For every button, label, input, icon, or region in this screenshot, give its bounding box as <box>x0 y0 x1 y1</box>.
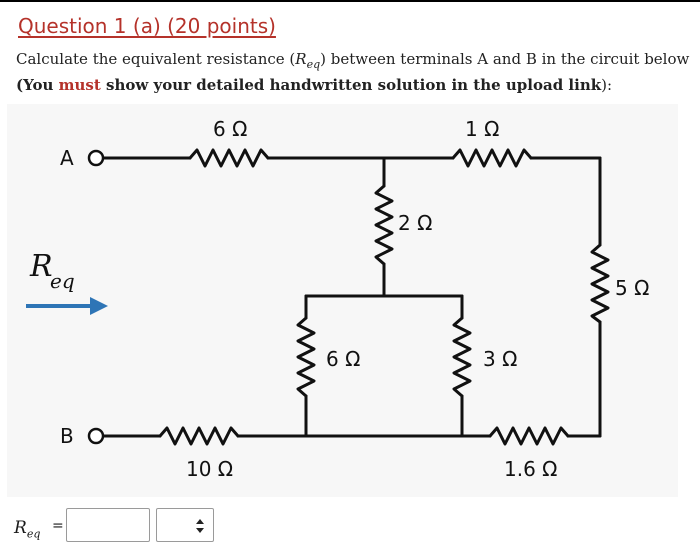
terminal-a-label: A <box>60 146 74 170</box>
label-6ohm-top: 6 Ω <box>213 117 247 141</box>
resistor-6ohm-top-zigzag <box>188 148 270 168</box>
resistor-2ohm-zigzag <box>374 184 394 266</box>
terminal-a-node <box>87 149 105 167</box>
question-requirement: (You must show your detailed handwritten… <box>16 76 612 94</box>
req-symbol: R <box>295 50 307 68</box>
resistor-1-6ohm-zigzag <box>488 426 570 446</box>
label-3ohm: 3 Ω <box>483 347 517 371</box>
requirement-close: ): <box>601 76 613 94</box>
requirement-text-start: (You <box>16 76 59 94</box>
resistor-3ohm-zigzag <box>452 316 472 398</box>
answer-equals: = <box>52 518 64 534</box>
req-label: R <box>29 249 53 284</box>
updown-arrows-icon <box>196 519 204 533</box>
question-instruction: Calculate the equivalent resistance (Req… <box>16 50 689 71</box>
resistor-6ohm-mid-zigzag <box>296 316 316 398</box>
instruction-text-start: Calculate the equivalent resistance ( <box>16 50 296 68</box>
must-emphasis: must <box>58 76 101 94</box>
terminal-b-node <box>87 427 105 445</box>
unit-select[interactable] <box>156 508 214 542</box>
resistor-1ohm-zigzag <box>451 148 533 168</box>
req-subscript: eq <box>306 58 321 71</box>
answer-label-sub: eq <box>26 527 41 541</box>
question-title: Question 1 (a) (20 points) <box>18 14 276 38</box>
label-2ohm: 2 Ω <box>398 211 432 235</box>
terminal-b-label: B <box>60 424 74 448</box>
req-arrow-head <box>90 297 108 315</box>
requirement-text-end: show your detailed handwritten solution … <box>100 76 602 94</box>
instruction-text-end: ) between terminals A and B in the circu… <box>320 50 690 68</box>
answer-label-r: R <box>14 518 27 538</box>
resistor-10ohm-zigzag <box>158 426 240 446</box>
answer-input[interactable] <box>66 508 150 542</box>
resistor-5ohm-zigzag <box>590 243 610 324</box>
circuit-panel <box>7 104 678 497</box>
label-5ohm: 5 Ω <box>615 276 649 300</box>
top-rule <box>0 0 700 2</box>
label-6ohm-mid: 6 Ω <box>326 347 360 371</box>
label-10ohm: 10 Ω <box>186 457 233 481</box>
answer-label: Req <box>14 518 40 540</box>
label-1-6ohm: 1.6 Ω <box>504 457 557 481</box>
label-1ohm: 1 Ω <box>465 117 499 141</box>
req-label-subscript: eq <box>50 269 75 293</box>
